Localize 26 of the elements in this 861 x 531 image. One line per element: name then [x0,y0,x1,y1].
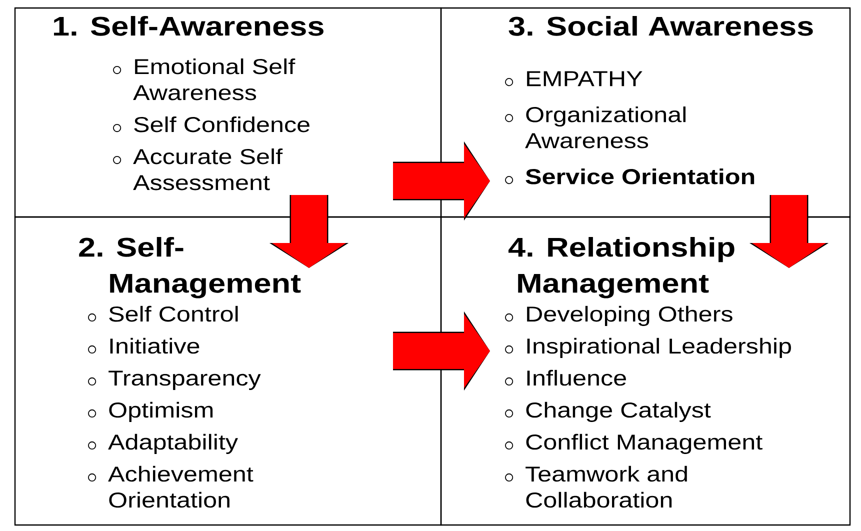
heading: 3. Social Awareness [508,16,813,36]
list-item: Influence [527,370,626,386]
list-item: Emotional Self Awareness [133,58,296,100]
list-item: Adaptability [108,434,238,454]
list-item: Self Confidence [134,116,310,132]
list-item: Transparency [108,370,261,390]
heading: 4. Relationship Management [508,237,734,298]
list-item: Optimism [109,402,213,422]
quadrant-box [440,7,851,218]
quadrant-box [14,7,442,218]
list-item: Conflict Management [526,434,762,454]
heading: 2. Self-Management [79,237,301,298]
quadrant-box [440,216,851,526]
heading: 1. Self-Awareness [54,16,324,36]
list-item: Inspirational Leadership [527,338,791,358]
list-item: Change Catalyst [526,402,711,422]
list-item: Service Orientation [526,168,754,184]
list-item: Self Control [109,306,238,322]
list-item: Teamwork and Collaboration [526,466,687,508]
list-item: EMPATHY [527,71,642,86]
list-item: Organizational Awareness [525,106,686,148]
list-item: Accurate Self Assessment [133,148,283,190]
list-item: Developing Others [527,306,732,326]
list-item: Initiative [110,338,200,354]
quadrant-box [14,216,442,526]
list-item: Achievement Orientation [108,466,254,508]
